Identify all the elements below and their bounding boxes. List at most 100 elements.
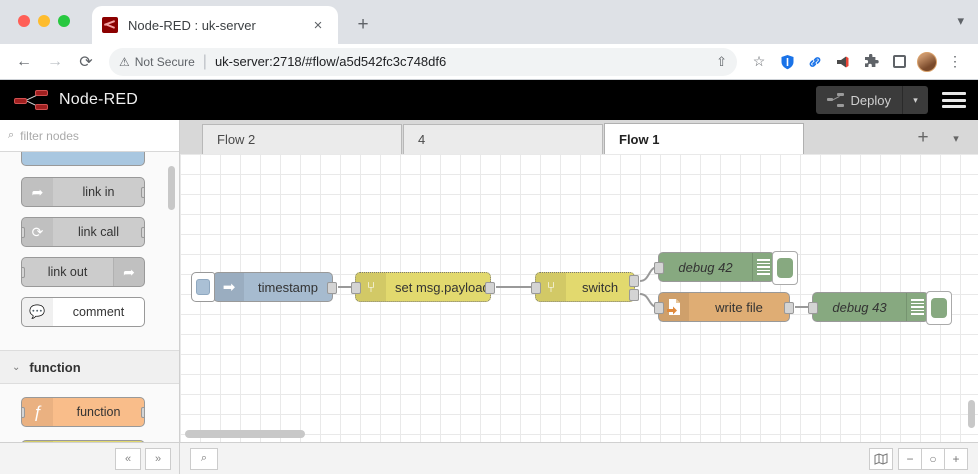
- link-icon[interactable]: [802, 49, 828, 75]
- function-icon: ƒ: [22, 398, 53, 426]
- node-label: timestamp: [258, 279, 318, 295]
- collapse-all-button[interactable]: «: [115, 447, 141, 470]
- zoom-reset-button[interactable]: ○: [921, 447, 945, 470]
- debug-enable-toggle[interactable]: [772, 251, 798, 285]
- output-port-2[interactable]: [629, 289, 639, 301]
- input-port[interactable]: [22, 267, 25, 278]
- input-port[interactable]: [351, 282, 361, 294]
- navigator-map-icon[interactable]: [869, 447, 893, 470]
- palette-node-partial-top[interactable]: [21, 152, 145, 166]
- debug-enable-toggle[interactable]: [926, 291, 952, 325]
- side-panel-icon[interactable]: [886, 49, 912, 75]
- palette-node-list[interactable]: ➦ link in ⟳ link call ➦ link out 💬 comme…: [0, 152, 179, 442]
- flow-tab-flow-1[interactable]: Flow 1: [604, 123, 804, 154]
- input-port[interactable]: [22, 227, 25, 238]
- canvas-search-button[interactable]: ⌕: [190, 447, 218, 470]
- link-call-icon: ⟳: [22, 218, 53, 246]
- input-port[interactable]: [808, 302, 818, 314]
- output-port[interactable]: [485, 282, 495, 294]
- change-node[interactable]: ⑂ set msg.payload: [351, 272, 495, 302]
- palette-scrollbar-thumb[interactable]: [168, 166, 175, 210]
- address-bar[interactable]: ⚠ Not Secure | uk-server:2718 /#flow/a5d…: [109, 47, 737, 76]
- zoom-out-button[interactable]: −: [898, 447, 922, 470]
- palette-node-link-in[interactable]: ➦ link in: [21, 177, 145, 207]
- deploy-label: Deploy: [850, 92, 891, 108]
- output-port[interactable]: [327, 282, 337, 294]
- browser-menu-icon[interactable]: ⋮: [948, 53, 962, 69]
- palette-node-label: link in: [82, 185, 115, 199]
- expand-all-button[interactable]: »: [145, 447, 171, 470]
- bookmark-star-icon[interactable]: ☆: [752, 53, 766, 69]
- url-path: /#flow/a5d542fc3c748df6: [301, 54, 447, 69]
- comment-icon: 💬: [22, 298, 53, 326]
- puzzle-icon[interactable]: [858, 49, 884, 75]
- palette-sidebar: ⌕ filter nodes ➦ link in ⟳ link call ➦ l…: [0, 120, 180, 474]
- security-status[interactable]: Not Secure: [134, 54, 195, 69]
- link-in-icon: ➦: [22, 178, 53, 206]
- deploy-button[interactable]: Deploy: [815, 86, 902, 114]
- flow-tab-flow-2[interactable]: Flow 2: [202, 124, 402, 154]
- input-port[interactable]: [22, 407, 25, 418]
- chevron-down-icon: ⌄: [12, 361, 21, 373]
- search-icon: ⌕: [8, 129, 15, 141]
- deploy-dropdown-button[interactable]: ▾: [902, 86, 928, 114]
- flow-tab-4[interactable]: 4: [403, 124, 603, 154]
- canvas-vertical-scrollbar[interactable]: [968, 400, 975, 428]
- inject-trigger-button[interactable]: [191, 272, 215, 302]
- palette-node-switch[interactable]: ⑂ switch: [21, 440, 145, 442]
- flow-canvas[interactable]: ➡ timestamp ⑂ set msg.payload ⑂ switch: [180, 154, 978, 442]
- palette-node-link-out[interactable]: ➦ link out: [21, 257, 145, 287]
- window-close-button[interactable]: [18, 15, 30, 27]
- debug-node-42[interactable]: debug 42: [654, 251, 798, 285]
- new-tab-button[interactable]: +: [357, 14, 369, 35]
- palette-category-function[interactable]: ⌄ function: [0, 350, 179, 384]
- chevron-down-icon[interactable]: ▾: [957, 13, 964, 28]
- output-port-1[interactable]: [629, 275, 639, 287]
- shield-icon[interactable]: [774, 49, 800, 75]
- flow-tabbar: Flow 2 4 Flow 1 + ▾: [180, 120, 978, 154]
- switch-icon: ⑂: [22, 441, 53, 442]
- window-controls: [18, 15, 70, 27]
- canvas-footer: ⌕ − ○ +: [180, 442, 978, 474]
- palette-node-link-call[interactable]: ⟳ link call: [21, 217, 145, 247]
- switch-node[interactable]: ⑂ switch: [531, 272, 639, 302]
- canvas-footer-right: − ○ +: [869, 447, 968, 470]
- share-icon[interactable]: ⇧: [716, 53, 727, 69]
- avatar[interactable]: [914, 49, 940, 75]
- palette-node-comment[interactable]: 💬 comment: [21, 297, 145, 327]
- canvas-horizontal-scrollbar[interactable]: [185, 430, 305, 438]
- file-node[interactable]: write file: [654, 292, 794, 322]
- app-title: Node-RED: [59, 91, 138, 108]
- switch-icon: ⑂: [536, 273, 566, 301]
- write-file-icon: [659, 293, 689, 321]
- input-port[interactable]: [654, 302, 664, 314]
- output-port[interactable]: [141, 407, 144, 418]
- input-port[interactable]: [531, 282, 541, 294]
- canvas-area: Flow 2 4 Flow 1 + ▾ ➡ timestamp: [180, 120, 978, 474]
- inject-node[interactable]: ➡ timestamp: [191, 272, 337, 302]
- debug-node-43[interactable]: debug 43: [808, 291, 952, 325]
- palette-search-input[interactable]: filter nodes: [20, 128, 79, 143]
- browser-tab-active[interactable]: Node-RED : uk-server ×: [92, 6, 338, 44]
- input-port[interactable]: [654, 262, 664, 274]
- forward-button[interactable]: →: [47, 52, 63, 70]
- browser-navbar: ← → ⟳ ⚠ Not Secure | uk-server:2718 /#fl…: [0, 44, 978, 80]
- megaphone-icon[interactable]: [830, 49, 856, 75]
- output-port[interactable]: [784, 302, 794, 314]
- output-port[interactable]: [141, 227, 144, 238]
- flow-tabs-menu-button[interactable]: ▾: [953, 133, 959, 145]
- back-button[interactable]: ←: [16, 52, 32, 70]
- main-menu-icon[interactable]: [942, 90, 966, 110]
- deploy-button-group[interactable]: Deploy ▾: [815, 86, 928, 114]
- add-flow-button[interactable]: +: [917, 127, 929, 148]
- palette-node-function[interactable]: ƒ function: [21, 397, 145, 427]
- zoom-controls: − ○ +: [898, 447, 968, 470]
- window-minimize-button[interactable]: [38, 15, 50, 27]
- zoom-in-button[interactable]: +: [944, 447, 968, 470]
- output-port[interactable]: [141, 187, 144, 198]
- reload-icon[interactable]: ⟳: [79, 53, 93, 71]
- node-red-logo: Node-RED: [14, 89, 138, 111]
- window-maximize-button[interactable]: [58, 15, 70, 27]
- close-icon[interactable]: ×: [313, 16, 323, 34]
- palette-search[interactable]: ⌕ filter nodes: [0, 120, 179, 152]
